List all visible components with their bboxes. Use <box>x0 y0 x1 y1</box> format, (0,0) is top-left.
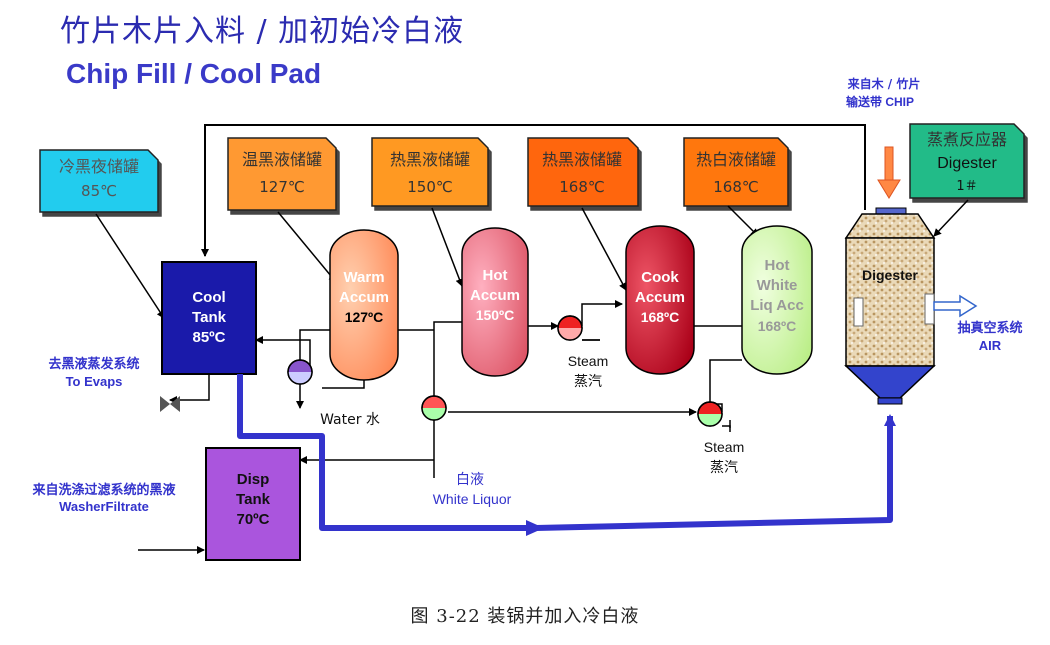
disp-tank-line3: 70ºC <box>237 511 270 528</box>
hot-white-label-line1: 热白液储罐 <box>696 150 776 169</box>
hot-accum-line1: Hot <box>483 267 508 284</box>
label-leaders <box>95 199 969 319</box>
digester-label-line1: 蒸煮反应器 <box>927 130 1007 149</box>
cook-accum-line3: 168ºC <box>641 309 680 325</box>
leader-digester <box>933 199 969 237</box>
disp-tank: Disp Tank 70ºC <box>205 447 301 561</box>
cook-accum-line2: Accum <box>635 289 685 306</box>
hot-black-label-line1: 热黑液储罐 <box>390 150 470 169</box>
hot-accum-line3: 150ºC <box>476 307 515 323</box>
chip-feed-en: 输送带 CHIP <box>846 94 914 109</box>
leader-warm <box>277 211 337 283</box>
evaps-en: To Evaps <box>66 374 123 389</box>
digester-text: Digester <box>862 267 919 283</box>
cold-black-label-line1: 冷黑夜储罐 <box>59 157 139 176</box>
white-acc-line2: White <box>757 277 798 294</box>
cold-black-label-line2: 85℃ <box>81 182 117 200</box>
steam-heater-1 <box>557 315 583 341</box>
cook-accum-vessel: Cook Accum 168ºC <box>625 225 695 375</box>
cool-tank-line3: 85ºC <box>193 329 226 346</box>
hot-black-label-line2: 150℃ <box>407 178 452 196</box>
pump-warm <box>287 359 313 385</box>
chip-feed-cn: 来自木 / 竹片 <box>847 76 921 91</box>
steam-heater-2 <box>697 401 723 427</box>
white-acc-line1: Hot <box>765 257 790 274</box>
disp-tank-line1: Disp <box>237 471 270 488</box>
warm-accum-line2: Accum <box>339 289 389 306</box>
pump-manifold <box>421 395 447 421</box>
warm-accum-line1: Warm <box>343 269 384 286</box>
hot-white-liq-acc-vessel: Hot White Liq Acc 168ºC <box>741 225 813 375</box>
cool-tank-line1: Cool <box>192 289 225 306</box>
digester-vessel: Digester <box>844 207 936 405</box>
water-label: Water 水 <box>320 412 380 428</box>
white-liquor-cn: 白液 <box>456 472 484 488</box>
chip-feed-arrow <box>877 146 901 199</box>
steam2-cn: 蒸汽 <box>710 460 738 476</box>
washer-en: WasherFiltrate <box>59 499 149 514</box>
page-title-en: Chip Fill / Cool Pad <box>66 58 322 89</box>
hot-black-liquor-label: 热黑液储罐 150℃ <box>371 137 489 207</box>
cool-tank: Cool Tank 85ºC <box>161 261 257 375</box>
warm-accum-line3: 127ºC <box>345 309 384 325</box>
leader-hot2 <box>581 207 627 291</box>
cold-black-liquor-label: 冷黑夜储罐 85℃ <box>39 149 159 213</box>
cool-tank-line2: Tank <box>192 309 227 326</box>
hot-accum-vessel: Hot Accum 150ºC <box>461 227 529 377</box>
digester-label-line2: Digester <box>937 155 997 172</box>
white-acc-line3: Liq Acc <box>750 297 804 314</box>
disp-tank-line2: Tank <box>236 491 271 508</box>
steam2-en: Steam <box>704 439 744 455</box>
evaps-valve <box>160 396 180 412</box>
leader-hot <box>431 207 464 287</box>
white-liquor-en: White Liquor <box>433 491 512 507</box>
leader-cold <box>95 213 165 319</box>
hot-white-liquor-label: 热白液储罐 168℃ <box>683 137 789 207</box>
warm-black-label-line2: 127℃ <box>259 178 304 196</box>
top-return-line <box>201 124 866 257</box>
hot-black2-label-line2: 168℃ <box>559 178 604 196</box>
digester-label-line3: 1＃ <box>956 179 977 194</box>
digester-label: 蒸煮反应器 Digester 1＃ <box>909 123 1025 199</box>
page-title-cn: 竹片木片入料 / 加初始冷白液 <box>60 14 465 49</box>
washer-cn: 来自洗涤过滤系统的黑液 <box>31 482 175 498</box>
steam1-en: Steam <box>568 353 608 369</box>
air-en: AIR <box>979 338 1002 353</box>
warm-black-label-line1: 温黑液储罐 <box>242 150 322 169</box>
leader-white <box>727 205 759 237</box>
cook-accum-line1: Cook <box>641 269 679 286</box>
white-acc-line4: 168ºC <box>758 318 797 334</box>
warm-black-liquor-label: 温黑液储罐 127℃ <box>227 137 337 211</box>
hot-accum-line2: Accum <box>470 287 520 304</box>
steam1-cn: 蒸汽 <box>574 374 602 390</box>
warm-accum-vessel: Warm Accum 127ºC <box>329 229 399 381</box>
hot-white-label-line2: 168℃ <box>713 178 758 196</box>
figure-caption: 图 3-22 装锅并加入冷白液 <box>410 606 640 627</box>
flow-valve <box>526 520 544 536</box>
air-outlet-arrow <box>933 294 978 318</box>
evaps-cn: 去黑液蒸发系统 <box>48 356 139 372</box>
process-diagram: 冷黑夜储罐 85℃ 温黑液储罐 127℃ 热黑液储罐 150℃ 热黑液储罐 16… <box>31 76 1025 561</box>
hot-black2-label-line1: 热黑液储罐 <box>542 150 622 169</box>
steam2-line <box>722 425 731 432</box>
cool-pad-flow-line <box>237 374 896 531</box>
hot-black-liquor-168-label: 热黑液储罐 168℃ <box>527 137 639 207</box>
air-cn: 抽真空系统 <box>957 320 1022 336</box>
process-piping <box>138 300 742 554</box>
